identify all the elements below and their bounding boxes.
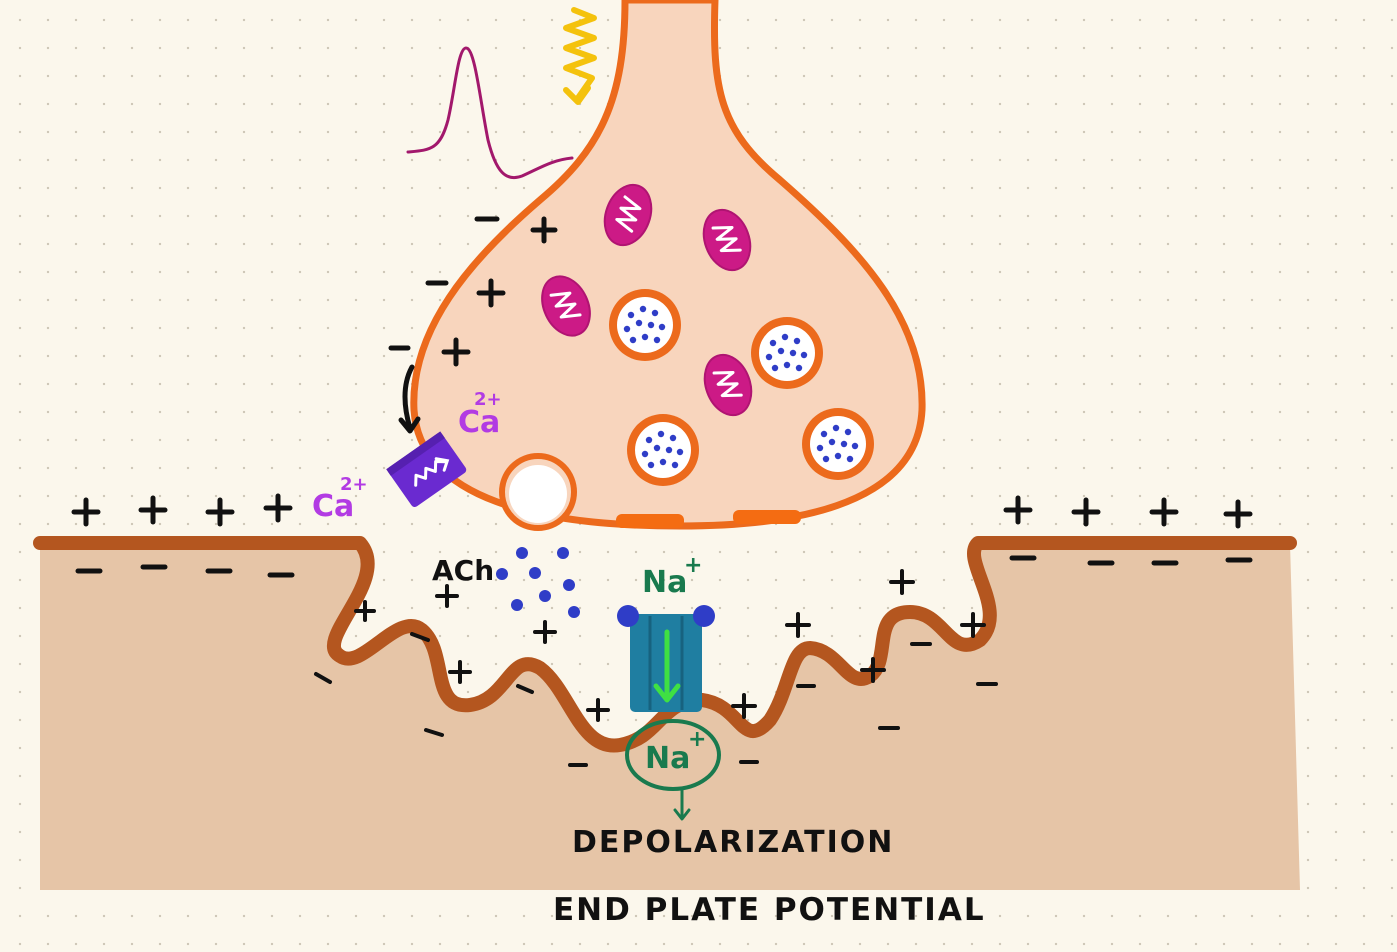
vesicle-icon xyxy=(627,414,699,486)
muscle-outer-charges xyxy=(71,493,1253,529)
ach-label: ACh xyxy=(432,554,494,587)
active-zone-patch xyxy=(616,514,684,528)
mitochondrion-icon xyxy=(703,353,753,417)
vesicle-icon xyxy=(751,317,823,389)
mitochondrion-icon xyxy=(702,208,752,272)
na-charge-inside: + xyxy=(688,727,706,752)
zigzag-arrow-icon xyxy=(563,7,597,105)
curved-arrow-icon xyxy=(398,364,421,434)
fold-charges xyxy=(314,569,998,767)
vesicle-icon xyxy=(802,408,874,480)
ca-charge-top: 2+ xyxy=(474,389,502,410)
spike-waveform-icon xyxy=(406,46,574,180)
down-arrow-icon xyxy=(673,788,691,821)
vesicle-icon xyxy=(609,289,681,361)
ca-label-left: Ca xyxy=(312,489,354,524)
active-zone-patch xyxy=(733,510,801,524)
calcium-channel xyxy=(386,431,467,508)
axon-membrane-charges xyxy=(388,216,558,367)
depolarization-label: DEPOLARIZATION xyxy=(572,825,894,860)
na-label-channel: Na xyxy=(642,565,687,600)
ach-molecules xyxy=(496,547,580,618)
fusing-vesicle xyxy=(499,453,577,531)
muscle-inner-charges xyxy=(75,555,1253,578)
mitochondrion-icon xyxy=(603,183,653,247)
ca-label-top: Ca xyxy=(458,405,500,440)
ca-charge-left: 2+ xyxy=(340,474,368,495)
end-plate-potential-label: END PLATE POTENTIAL xyxy=(553,892,986,928)
na-charge-channel: + xyxy=(684,553,702,578)
green-arrow-icon xyxy=(653,629,681,703)
mitochondrion-icon xyxy=(541,275,591,337)
na-inside-circle xyxy=(625,719,721,791)
na-label-inside: Na xyxy=(645,741,690,776)
